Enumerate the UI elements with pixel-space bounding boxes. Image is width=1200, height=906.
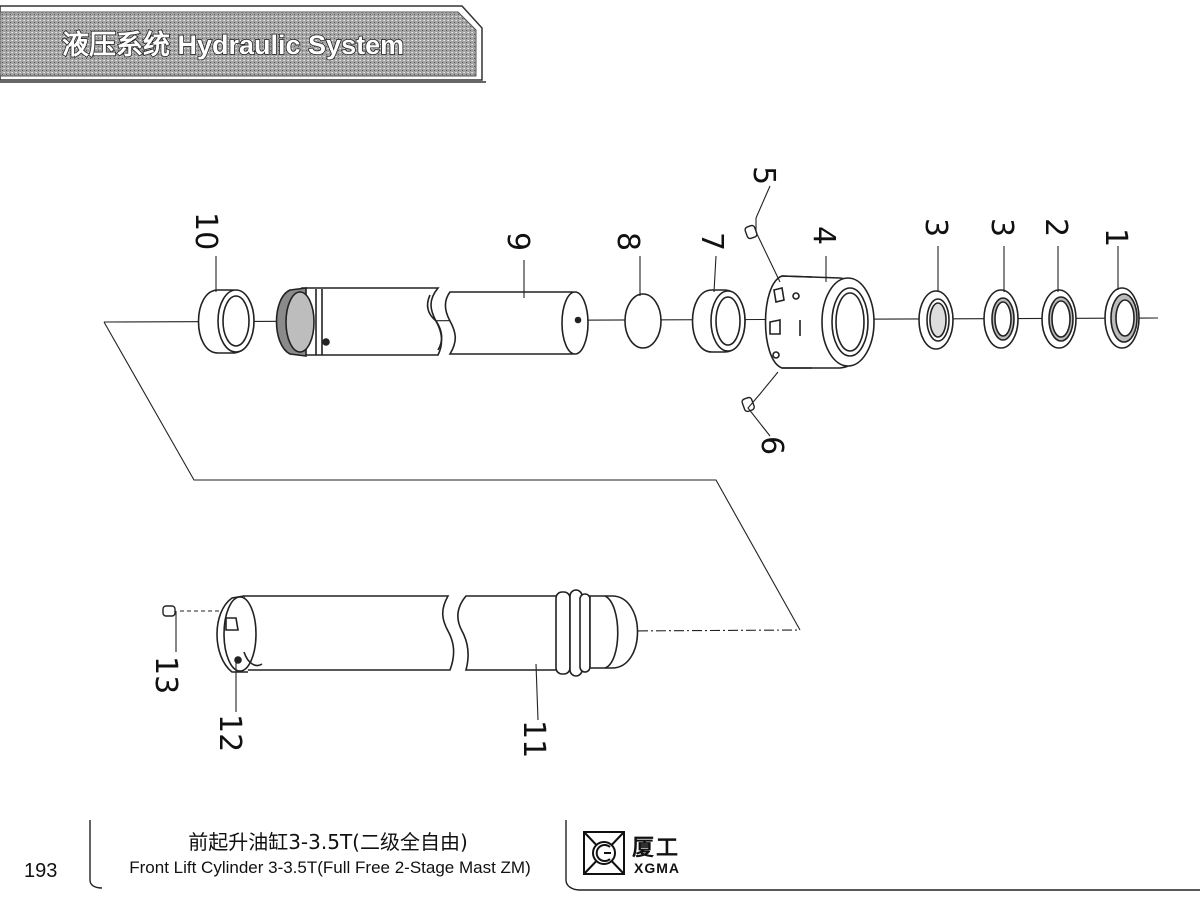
header-band: 液压系统 Hydraulic System bbox=[0, 5, 486, 83]
part-10-guide-ring bbox=[197, 289, 255, 354]
part-13-pin bbox=[162, 605, 176, 617]
header-title: 液压系统 Hydraulic System bbox=[62, 29, 404, 60]
callout-3b: 3 bbox=[918, 218, 953, 237]
callout-9: 9 bbox=[500, 232, 535, 251]
callout-10: 10 bbox=[188, 212, 223, 250]
callout-2: 2 bbox=[1038, 218, 1073, 237]
part-2-seal bbox=[1041, 289, 1077, 349]
part-4-cylinder-head bbox=[764, 275, 875, 369]
part-3b-seal bbox=[983, 289, 1019, 349]
callout-12: 12 bbox=[212, 714, 247, 752]
part-9-piston-tube bbox=[275, 287, 589, 357]
callouts: 1 2 3 3 4 5 6 7 8 9 10 11 12 13 bbox=[148, 166, 1133, 758]
center-lines bbox=[103, 317, 1159, 632]
leader-lines bbox=[175, 185, 1119, 721]
xgma-logo-icon bbox=[583, 831, 625, 875]
part-3a-seal bbox=[918, 290, 954, 350]
part-11-plunger bbox=[216, 589, 639, 677]
callout-13: 13 bbox=[148, 656, 183, 694]
callout-7: 7 bbox=[694, 232, 729, 251]
callout-4: 4 bbox=[806, 226, 841, 245]
part-1-dust-seal bbox=[1104, 287, 1140, 349]
callout-1: 1 bbox=[1098, 228, 1133, 247]
brand-name-english: XGMA bbox=[634, 860, 680, 876]
page-number: 193 bbox=[24, 860, 58, 882]
callout-6: 6 bbox=[754, 436, 789, 455]
callout-8: 8 bbox=[610, 232, 645, 251]
callout-5: 5 bbox=[746, 166, 781, 185]
callout-11: 11 bbox=[516, 720, 551, 758]
part-7-ring bbox=[691, 289, 746, 353]
part-6-pin bbox=[741, 396, 755, 413]
footer-frame bbox=[89, 820, 1200, 891]
part-8-disc bbox=[624, 293, 662, 349]
callout-3a: 3 bbox=[984, 218, 1019, 237]
title-english: Front Lift Cylinder 3-3.5T(Full Free 2-S… bbox=[129, 858, 531, 877]
brand-name-chinese: 厦工 bbox=[632, 836, 681, 861]
title-chinese: 前起升油缸3-3.5T(二级全自由) bbox=[188, 830, 468, 854]
